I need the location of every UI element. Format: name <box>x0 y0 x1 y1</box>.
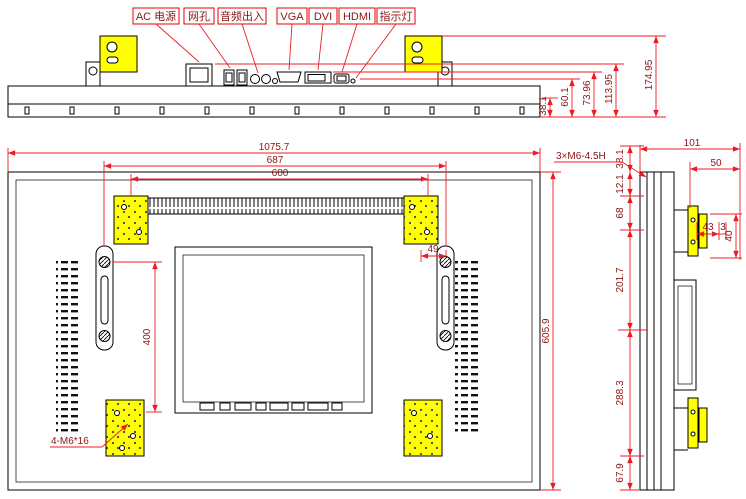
mount-plate-top-left <box>113 195 149 245</box>
callout-leader-lines <box>155 23 397 79</box>
vesa-bar-right <box>436 245 455 351</box>
side-bracket-top <box>674 205 708 257</box>
dim-bracket-depth: 50 <box>710 158 722 169</box>
dim-bracket-width: 687 <box>267 155 284 166</box>
rear-connector-row <box>199 402 343 411</box>
audio-jacks <box>250 74 278 84</box>
rear-view: 1075.7 687 600 49 400 605.9 4-M6*16 <box>7 142 561 491</box>
wall-bracket-top-left <box>99 35 138 73</box>
lan-port <box>223 69 248 86</box>
dim-73-96: 73.96 <box>582 80 593 105</box>
dim-bracket-width: 43 <box>702 222 714 233</box>
dim-upper: 68 <box>615 207 626 219</box>
ac-inlet <box>185 63 213 87</box>
dim-bottom-offset: 67.9 <box>615 463 626 483</box>
side-body <box>639 171 697 491</box>
thread-note: 3×M6-4.5H <box>556 151 606 162</box>
hdmi-port <box>333 73 350 84</box>
vesa-bar-left <box>95 245 114 351</box>
label-ac-power: AC 电源 <box>136 9 176 23</box>
side-enclosure-bump <box>673 279 697 391</box>
label-indicator: 指示灯 <box>380 9 413 23</box>
label-lan: 网孔 <box>188 10 210 23</box>
vga-port <box>276 71 302 83</box>
label-hdmi: HDMI <box>343 11 371 23</box>
vent-block-right <box>455 258 480 432</box>
vent-block-left <box>56 258 80 432</box>
side-view: 101 50 38.1 12.1 68 201.7 288.3 67.9 43 … <box>554 138 742 491</box>
dim-step: 12.1 <box>615 174 626 194</box>
side-bracket-bottom <box>674 397 708 451</box>
screw-note: 4-M6*16 <box>51 436 89 447</box>
top-view-body <box>7 61 541 118</box>
wall-bracket-top-right <box>404 35 443 73</box>
label-dvi: DVI <box>314 11 332 23</box>
dim-vesa-width: 600 <box>272 168 289 179</box>
mount-hole-ticks <box>24 106 525 115</box>
dim-top-offset: 38.1 <box>615 149 626 169</box>
mount-plate-bottom-right <box>403 399 443 457</box>
top-view: AC 电源 网孔 音频出入 VGA DVI HDMI 指示灯 <box>7 7 666 118</box>
dim-gap: 3 <box>720 222 726 233</box>
dim-overall-width: 1075.7 <box>259 142 290 153</box>
label-vga: VGA <box>280 11 304 23</box>
electronics-box <box>174 246 373 414</box>
extension-lines <box>215 35 666 118</box>
label-audio: 音频出入 <box>220 9 264 23</box>
rear-view-dimensions: 1075.7 687 600 49 400 605.9 4-M6*16 <box>7 142 561 491</box>
port-callouts: AC 电源 网孔 音频出入 VGA DVI HDMI 指示灯 <box>132 7 416 79</box>
dim-113-95: 113.95 <box>604 74 615 104</box>
dvi-port <box>304 71 332 84</box>
dim-174-95: 174.95 <box>644 59 655 90</box>
dim-60-1: 60.1 <box>560 87 571 107</box>
dim-lower: 288.3 <box>615 380 626 405</box>
connector-row <box>185 63 356 87</box>
mount-plate-top-right <box>403 195 439 245</box>
dim-hole-offset: 49 <box>427 244 439 255</box>
dim-bracket-height: 40 <box>724 230 735 242</box>
side-view-dimensions: 101 50 38.1 12.1 68 201.7 288.3 67.9 43 … <box>554 138 742 491</box>
dim-38-1: 38.1 <box>538 96 549 116</box>
dim-overall-height: 605.9 <box>541 318 552 343</box>
dim-vesa-height: 400 <box>142 328 153 345</box>
top-view-dimensions: 38.1 60.1 73.96 113.95 174.95 <box>215 35 666 118</box>
indicator-led <box>350 78 356 84</box>
dim-mid: 201.7 <box>615 267 626 292</box>
vent-strip-top <box>117 197 431 215</box>
dim-overall-depth: 101 <box>684 138 701 149</box>
mount-plate-bottom-left <box>105 399 145 457</box>
